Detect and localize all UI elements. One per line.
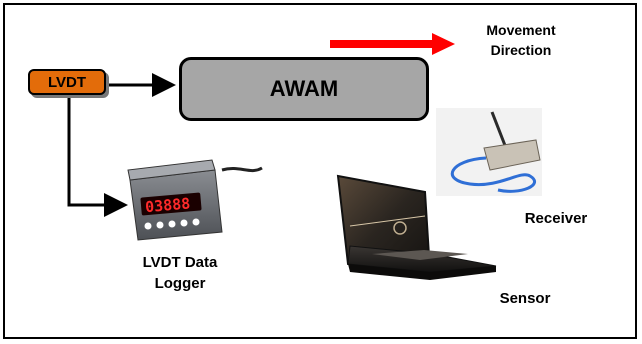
- awam-label: AWAM: [269, 76, 339, 101]
- receiver-label: Receiver: [524, 210, 588, 227]
- movement-direction-label: Movement Direction: [466, 20, 576, 60]
- laptop-photo: [336, 174, 497, 280]
- data-logger-device: 03888: [127, 159, 263, 241]
- lvdt-to-logger-arrow: [67, 97, 128, 217]
- logger-label-line1: LVDT Data: [142, 254, 218, 271]
- movement-label-line1: Movement: [486, 22, 556, 38]
- logger-label-line2: Logger: [154, 275, 206, 292]
- logger-label: LVDT Data Logger: [120, 252, 240, 294]
- movement-label-line2: Direction: [490, 42, 552, 58]
- receiver-photo: [436, 108, 542, 196]
- movement-direction-arrow: [330, 33, 455, 55]
- sensor-label: Sensor: [499, 290, 551, 307]
- lvdt-box: LVDT: [28, 69, 106, 95]
- awam-box: AWAM: [179, 57, 429, 121]
- lvdt-label: LVDT: [47, 73, 87, 91]
- logger-display-digits: 03888: [144, 194, 191, 216]
